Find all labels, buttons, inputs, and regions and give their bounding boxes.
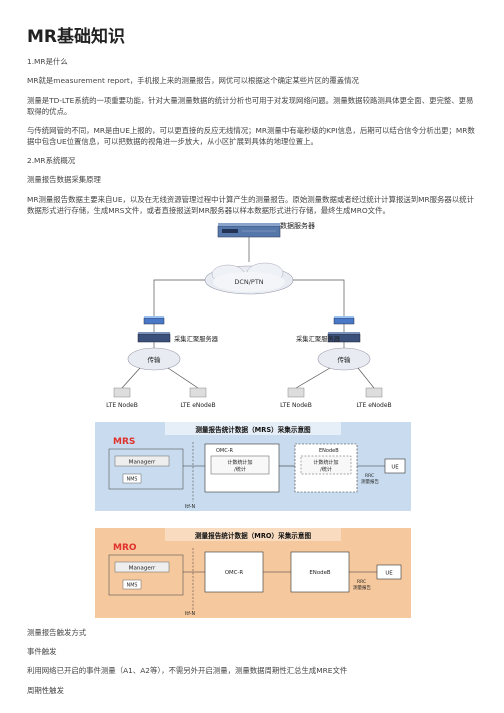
paragraph-periodic-trigger: 周期性触发 — [27, 686, 64, 695]
node-label: LTE eNodeB — [356, 402, 391, 409]
mro-rrc: RRC — [357, 579, 366, 585]
mrs-enodeb-inner2: /统计 — [320, 466, 332, 473]
mro-nms: NMS — [127, 583, 138, 589]
mrs-ue: UE — [391, 465, 399, 471]
server-icon — [137, 332, 171, 343]
mrs-rrc2: 测量报告 — [361, 478, 379, 485]
mrs-enodeb-title: ENodeB — [319, 448, 339, 454]
dcn-label: DCN/PTN — [234, 278, 263, 286]
router-icon — [143, 316, 165, 325]
collector-left-label: 采集汇聚服务器 — [174, 334, 219, 343]
mrs-manager: Managerr — [129, 460, 156, 466]
paragraph-difference: 与传统网管的不同，MR是由UE上报的，可以更直接的反应无线情况；MR测量中有毫秒… — [27, 126, 475, 146]
transport-right-label: 传输 — [338, 355, 352, 364]
node-label: LTE NodeB — [280, 402, 312, 409]
section-heading-2: 2.MR系统概况 — [27, 156, 76, 165]
mrs-tag: MRS — [113, 437, 135, 447]
paragraph-event-detail: 利用网络已开启的事件测量（A1、A2等），不需另外开启测量，测量数据周期性汇总生… — [27, 666, 348, 675]
paragraph-trigger-heading: 测量报告触发方式 — [27, 628, 87, 637]
cloud-icon — [204, 262, 294, 295]
mrs-itf: Itf-N — [185, 504, 195, 510]
paragraph-principle: MR测量报告数据主要来自UE，以及在无线资源管理过程中计算产生的测量报告。原始测… — [27, 195, 474, 215]
paragraph-mr-definition: MR就是measurement report，手机报上来的测量报告，网优可以根据… — [27, 76, 359, 85]
mro-tag: MRO — [113, 543, 137, 553]
server-icon — [217, 223, 281, 238]
mro-ue: UE — [385, 571, 393, 577]
mro-itf: Itf-N — [185, 611, 195, 617]
mro-enodeb: ENodeB — [309, 570, 330, 576]
mro-omc: OMC-R — [225, 570, 244, 576]
collector-right-label: 采集汇聚服务器 — [296, 334, 341, 343]
node-label: LTE NodeB — [106, 402, 138, 409]
mrs-diagram: 测量报告统计数据（MRS）采集示意图 MRS Managerr NMS Itf-… — [95, 422, 411, 511]
mrs-omc-title: OMC-R — [216, 448, 234, 454]
mro-manager: Managerr — [129, 566, 156, 572]
mrs-nms: NMS — [127, 477, 138, 483]
mro-diagram: 测量报告统计数据（MRO）采集示意图 MRO Managerr NMS Itf-… — [95, 528, 411, 618]
router-icon — [333, 316, 355, 325]
data-server-label: 数据服务器 — [280, 221, 315, 230]
section-heading-1: 1.MR是什么 — [27, 57, 68, 66]
transport-left-label: 传输 — [148, 355, 162, 364]
enodeb-icon — [113, 387, 383, 398]
mrs-enodeb-inner: 计数统计加 — [313, 459, 338, 466]
node-label: LTE eNodeB — [180, 402, 215, 409]
mro-rrc2: 测量报告 — [353, 584, 371, 591]
mrs-omc-inner: 计数统计加 — [227, 459, 252, 466]
network-diagram: 数据服务器 DCN/PTN 采集汇聚服务器 — [106, 221, 392, 409]
cloud-icon — [127, 347, 181, 371]
mro-title: 测量报告统计数据（MRO）采集示意图 — [195, 531, 312, 540]
paragraph-principle-heading: 测量报告数据采集原理 — [27, 175, 101, 184]
page-title: MR基础知识 — [27, 27, 126, 47]
mrs-rrc: RRC — [365, 473, 374, 479]
paragraph-event-trigger: 事件触发 — [27, 647, 57, 656]
mrs-omc-inner2: /统计 — [234, 466, 246, 473]
cloud-icon — [317, 347, 371, 371]
mrs-title: 测量报告统计数据（MRS）采集示意图 — [195, 425, 311, 434]
paragraph-measurement: 测量是TD-LTE系统的一项重要功能，针对大量测量数据的统计分析也可用于对发现网… — [27, 96, 474, 116]
